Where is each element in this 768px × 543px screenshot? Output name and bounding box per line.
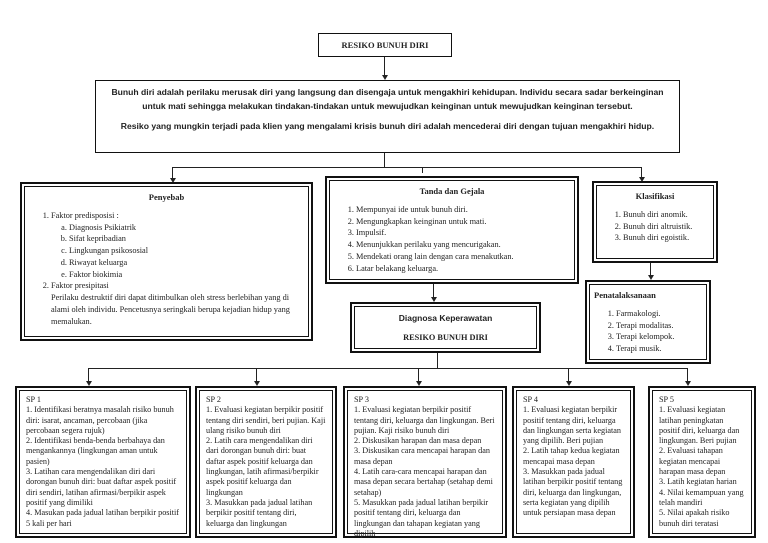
- klasifikasi-heading: Klasifikasi: [635, 191, 675, 201]
- sp-line: 3. Latih kegiatan harian: [659, 477, 737, 487]
- sp-line: 1. Evaluasi kegiatan berpikir positif te…: [206, 405, 326, 435]
- arrow-icon: [416, 381, 422, 386]
- arrow-icon: [648, 275, 654, 280]
- definition-box: Bunuh diri adalah perilaku merusak diri …: [95, 80, 680, 153]
- arrow-icon: [566, 381, 572, 386]
- list-item: Mempunyai ide untuk bunuh diri.: [356, 204, 570, 216]
- list-item: Terapi musik.: [616, 343, 702, 355]
- list-item: Faktor predisposisi : Diagnosis Psikiatr…: [51, 210, 304, 280]
- sp5-box: SP 5 1. Evaluasi kegiatan latihan pening…: [649, 387, 755, 537]
- penatalaksanaan-box: Penatalaksanaan Farmakologi. Terapi moda…: [586, 281, 710, 363]
- list-item: Impulsif.: [356, 227, 570, 239]
- connector: [384, 153, 385, 167]
- arrow-icon: [685, 381, 691, 386]
- list-item: Latar belakang keluarga.: [356, 263, 570, 275]
- sp-line: 2. Latih tahap kedua kegiatan mencapai m…: [523, 446, 620, 466]
- list-item: Terapi modalitas.: [616, 320, 702, 332]
- list-item: Lingkungan psikososial: [69, 245, 304, 257]
- sp-line: 4. Nilai kemampuan yang telah mandiri: [659, 487, 744, 507]
- sp-label: SP 4: [523, 395, 538, 404]
- sp-label: SP 2: [206, 395, 221, 404]
- list-item: Mengungkapkan keinginan untuk mati.: [356, 216, 570, 228]
- sp-line: 4. Latih cara-cara mencapai harapan dan …: [354, 467, 493, 497]
- tanda-heading: Tanda dan Gejala: [419, 186, 485, 196]
- diagnosa-heading: Diagnosa Keperawatan: [398, 313, 493, 323]
- connector: [433, 283, 434, 297]
- sp1-box: SP 1 1. Identifikasi beratnya masalah ri…: [16, 387, 190, 537]
- list-item: Menunjukkan perilaku yang mencurigakan.: [356, 239, 570, 251]
- diagnosa-value: RESIKO BUNUH DIRI: [403, 333, 488, 342]
- list-item: Riwayat keluarga: [69, 257, 304, 269]
- sp-line: 3. Diskusikan cara mencapai harapan dan …: [354, 446, 490, 466]
- arrow-icon: [86, 381, 92, 386]
- sp-line: 3. Latihan cara mengendalikan diri dari …: [26, 467, 177, 507]
- sp-line: 5. Nilai apakah risiko bunuh diri terata…: [659, 508, 730, 528]
- arrow-icon: [639, 177, 645, 182]
- penyebab-box: Penyebab Faktor predisposisi : Diagnosis…: [21, 183, 312, 340]
- list-item: Bunuh diri altruistik.: [623, 221, 709, 233]
- klasifikasi-box: Klasifikasi Bunuh diri anomik. Bunuh dir…: [593, 182, 717, 262]
- sp-line: 3. Masukkan pada jadual latihan berpikir…: [206, 497, 313, 528]
- sp4-box: SP 4 1. Evaluasi kegiatan berpikir posit…: [513, 387, 634, 537]
- penyebab-heading: Penyebab: [148, 192, 185, 202]
- arrow-icon: [170, 178, 176, 183]
- sp-line: 1. Evaluasi kegiatan latihan peningkatan…: [659, 405, 740, 446]
- definition-text: Bunuh diri adalah perilaku merusak diri …: [111, 87, 664, 111]
- list-item: Faktor biokimia: [69, 269, 304, 281]
- connector: [437, 352, 438, 368]
- connector: [172, 167, 642, 168]
- risk-text: Resiko yang mungkin terjadi pada klien y…: [120, 121, 655, 131]
- list-item: Farmakologi.: [616, 308, 702, 320]
- presipitasi-text: Perilaku destruktif diri dapat ditimbulk…: [51, 292, 290, 326]
- connector: [256, 368, 257, 381]
- connector: [172, 167, 173, 178]
- diagnosa-box: Diagnosa Keperawatan RESIKO BUNUH DIRI: [351, 303, 540, 352]
- list-item: Faktor presipitasi: [51, 280, 304, 292]
- item-text: Faktor predisposisi :: [51, 211, 119, 220]
- connector: [418, 368, 419, 381]
- connector: [88, 368, 89, 381]
- list-item: Sifat kepribadian: [69, 233, 304, 245]
- sp-line: 4. Masukan pada jadual latihan berpikir …: [26, 508, 180, 528]
- connector: [88, 368, 688, 369]
- sp-line: 1. Evaluasi kegiatan berpikir positif te…: [523, 405, 621, 446]
- sp-line: 2. Diskusikan harapan dan masa depan: [354, 436, 482, 446]
- list-item: Terapi kelompok.: [616, 331, 702, 343]
- list-item: Bunuh diri egoistik.: [623, 232, 709, 244]
- connector: [384, 57, 385, 75]
- sp2-box: SP 2 1. Evaluasi kegiatan berpikir posit…: [196, 387, 336, 537]
- sp-line: 1. Evaluasi kegiatan berpikir positif te…: [354, 405, 495, 435]
- list-item: Mendekati orang lain dengan cara menakut…: [356, 251, 570, 263]
- sp-line: 1. Identifikasi beratnya masalah risiko …: [26, 405, 174, 435]
- connector: [568, 368, 569, 381]
- sp-line: 2. Evaluasi tahapan kegiatan mencapai ha…: [659, 446, 726, 477]
- sp-label: SP 5: [659, 395, 674, 404]
- penatalaksanaan-heading: Penatalaksanaan: [594, 290, 656, 300]
- sp-label: SP 3: [354, 395, 369, 404]
- diagram-title: RESIKO BUNUH DIRI: [318, 33, 452, 57]
- list-item: Bunuh diri anomik.: [623, 209, 709, 221]
- connector: [687, 368, 688, 381]
- sp-line: 2. Identifikasi benda-benda berbahaya da…: [26, 436, 165, 466]
- sp-line: 3. Masukkan pada jadual latihan berpikir…: [523, 467, 623, 518]
- sp3-box: SP 3 1. Evaluasi kegiatan berpikir posit…: [344, 387, 506, 538]
- connector: [422, 167, 423, 173]
- connector: [650, 262, 651, 275]
- sp-label: SP 1: [26, 395, 41, 404]
- arrow-icon: [254, 381, 260, 386]
- sp-line: 5. Masukkan pada jadual latihan berpikir…: [354, 497, 489, 538]
- connector: [641, 167, 642, 177]
- arrow-icon: [431, 297, 437, 302]
- list-item: Diagnosis Psikiatrik: [69, 222, 304, 234]
- sp-line: 2. Latih cara mengendalikan diri dari do…: [206, 436, 319, 497]
- arrow-icon: [382, 75, 388, 80]
- tanda-gejala-box: Tanda dan Gejala Mempunyai ide untuk bun…: [326, 177, 578, 283]
